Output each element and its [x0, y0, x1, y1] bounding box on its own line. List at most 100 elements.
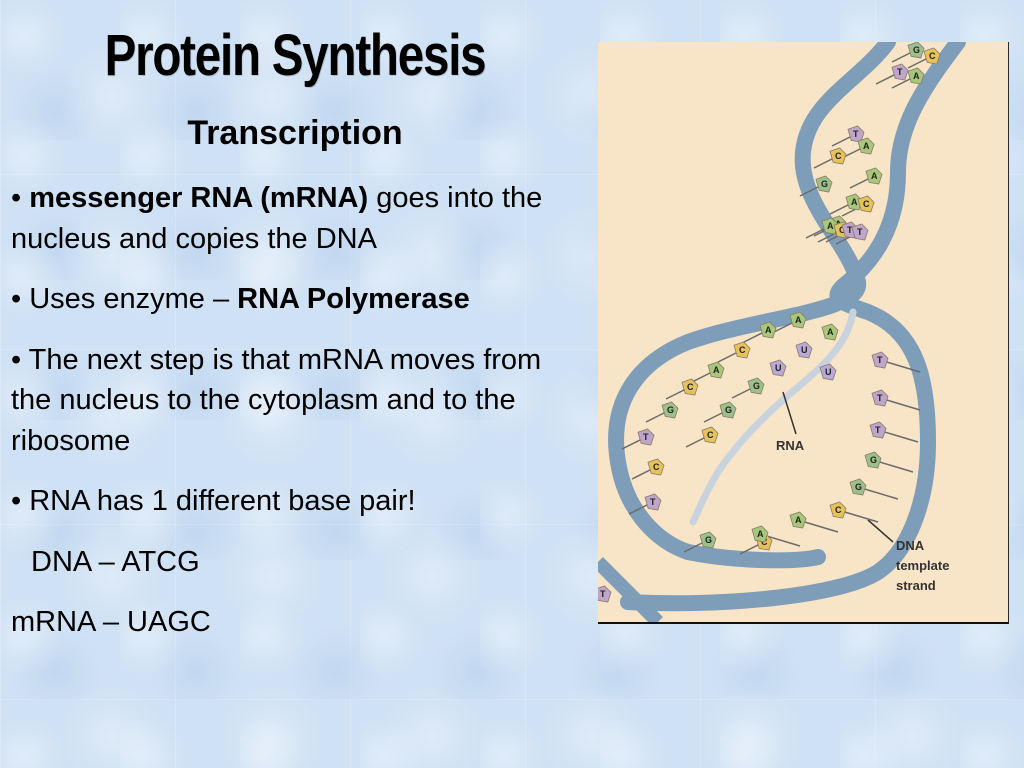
svg-text:G: G [913, 45, 920, 55]
svg-text:T: T [875, 425, 881, 435]
base-G-lower_left-4: G [747, 377, 765, 395]
dna-transcription-figure: RNA DNA template strand GTTCGAAACAAACCTT… [598, 42, 1009, 624]
svg-text:T: T [877, 393, 883, 403]
svg-text:C: C [653, 462, 660, 472]
dna-diagram: RNA DNA template strand GTTCGAAACAAACCTT… [598, 42, 966, 622]
base-U-rna-2: U [769, 359, 787, 377]
svg-text:C: C [839, 225, 846, 235]
svg-text:T: T [857, 227, 863, 237]
template-pointer-line [867, 519, 894, 543]
base-G-lower_left-7: G [661, 401, 679, 419]
base-A-lower_right-6: A [789, 511, 807, 529]
svg-text:G: G [725, 405, 732, 415]
svg-text:A: A [757, 529, 764, 539]
base-A-lower_left-0: A [759, 321, 777, 339]
svg-text:A: A [851, 197, 858, 207]
base-C-lower_left-2: C [733, 341, 751, 359]
base-C-lower_right-5: C [829, 501, 847, 519]
base-A-lower_left-3: A [707, 361, 725, 379]
dna-bases-line: DNA – ATCG [31, 545, 200, 578]
base-G-lower_left-12: G [699, 531, 717, 549]
base-A-top_b-3: A [865, 167, 883, 185]
slide-content: • messenger RNA (mRNA) goes into the nuc… [11, 178, 586, 663]
svg-text:A: A [827, 221, 834, 231]
rna-label: RNA [776, 438, 805, 453]
svg-text:T: T [643, 432, 649, 442]
rna-strand [689, 308, 857, 526]
svg-text:A: A [795, 515, 802, 525]
svg-text:C: C [739, 345, 746, 355]
svg-text:A: A [827, 327, 834, 337]
mrna-bases-line: mRNA – UAGC [11, 606, 211, 638]
base-G-lower_right-3: G [864, 451, 882, 469]
svg-text:G: G [705, 535, 712, 545]
base-T-lower_right-2: T [869, 421, 887, 439]
bullet-mrna: • messenger RNA (mRNA) goes into the nuc… [11, 182, 543, 255]
svg-text:C: C [707, 430, 714, 440]
dna-backbone-right [620, 42, 966, 612]
svg-text:A: A [871, 171, 878, 181]
template-label-line2: template [896, 558, 949, 573]
rna-pointer-line [782, 391, 797, 435]
base-C-top_a-3: C [829, 147, 847, 165]
bullet-next-step: • The next step is that mRNA moves from … [11, 343, 542, 457]
base-G-top_a-0: G [907, 42, 925, 59]
slide-title: Protein Synthesis [104, 23, 487, 88]
nucleotide-bases: GTTCGAAACAAACCTTAACAGCGGCTCTGCAUUUTTTGGC… [598, 42, 941, 603]
base-C-lower_left-5: C [681, 378, 699, 396]
svg-text:A: A [795, 315, 802, 325]
base-G-top_a-4: G [815, 175, 833, 193]
base-G-lower_right-4: G [849, 478, 867, 496]
base-A-lower_right-7: A [751, 525, 769, 543]
dna-backbone-bottom [598, 557, 663, 622]
base-G-lower_left-6: G [719, 401, 737, 419]
svg-text:G: G [870, 455, 877, 465]
bullet-enzyme: • Uses enzyme – RNA Polymerase [11, 283, 470, 315]
base-A-lower_left-1: A [789, 311, 807, 329]
base-C-lower_left-10: C [647, 458, 665, 476]
base-T-bottom-0: T [598, 585, 612, 603]
base-T-top_a-1: T [891, 63, 909, 81]
base-T-top_b-7: T [851, 223, 869, 241]
base-A-top_b-2: A [857, 137, 875, 155]
svg-text:A: A [765, 325, 772, 335]
svg-text:A: A [713, 365, 720, 375]
base-pair-rungs [621, 49, 933, 555]
svg-text:C: C [835, 505, 842, 515]
svg-text:T: T [650, 497, 656, 507]
svg-text:C: C [835, 151, 842, 161]
base-A-rna-0: A [821, 323, 839, 341]
svg-text:G: G [753, 381, 760, 391]
base-C-top_b-0: C [923, 47, 941, 65]
base-C-top_b-4: C [857, 195, 875, 213]
svg-text:G: G [855, 482, 862, 492]
template-label-line3: strand [896, 578, 936, 593]
base-T-lower_left-11: T [644, 493, 662, 511]
svg-text:U: U [801, 345, 808, 355]
base-U-rna-1: U [795, 341, 813, 359]
base-T-lower_left-9: T [637, 428, 655, 446]
svg-text:G: G [821, 179, 828, 189]
bullet-base-pair: • RNA has 1 different base pair! [11, 485, 416, 517]
svg-text:T: T [847, 225, 853, 235]
dna-backbone-left [608, 42, 896, 569]
base-T-top_a-2: T [847, 125, 865, 143]
bullet-mrna-bold: messenger RNA (mRNA) [29, 182, 369, 214]
svg-text:A: A [913, 71, 920, 81]
svg-text:A: A [863, 141, 870, 151]
svg-text:T: T [897, 67, 903, 77]
svg-text:U: U [825, 367, 832, 377]
base-T-lower_right-1: T [871, 389, 889, 407]
svg-text:T: T [853, 129, 859, 139]
base-A-top_b-1: A [907, 67, 925, 85]
svg-text:C: C [687, 382, 694, 392]
bullet-enzyme-bold: RNA Polymerase [237, 283, 470, 315]
base-T-lower_right-0: T [871, 351, 889, 369]
svg-text:C: C [929, 51, 936, 61]
svg-text:C: C [863, 199, 870, 209]
svg-text:U: U [775, 363, 782, 373]
base-U-rna-3: U [819, 363, 837, 381]
slide-subtitle: Transcription [187, 114, 403, 152]
svg-text:T: T [600, 589, 606, 599]
